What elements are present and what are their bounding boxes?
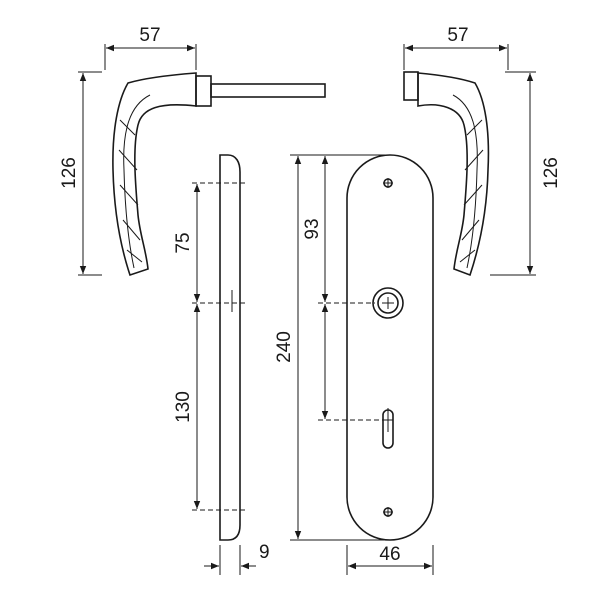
dim-side-thickness: 9 [259,542,270,563]
dim-right-height: 126 [541,157,562,189]
keyhole [382,408,394,449]
right-handle-height-dimension: 126 [490,71,562,276]
dim-side-lower: 130 [173,391,194,423]
bottom-screw-icon [383,507,393,517]
right-handle-width-dimension: 57 [403,25,509,70]
left-handle-height-dimension: 126 [59,71,102,276]
dim-plate-length: 240 [274,331,295,363]
dim-right-width: 57 [447,25,468,46]
dim-left-width: 57 [139,25,160,46]
dim-side-upper: 75 [173,232,194,253]
top-screw-icon [383,178,393,188]
dim-plate-width: 46 [379,544,400,565]
dim-plate-spindle: 93 [302,218,323,239]
left-handle [112,72,326,277]
right-handle [403,71,490,277]
left-handle-width-dimension: 57 [104,25,197,70]
front-plate: 240 93 46 [274,154,434,575]
spindle-hole [372,287,404,319]
dim-left-height: 126 [59,157,80,189]
side-plate: 75 130 9 [173,154,270,575]
